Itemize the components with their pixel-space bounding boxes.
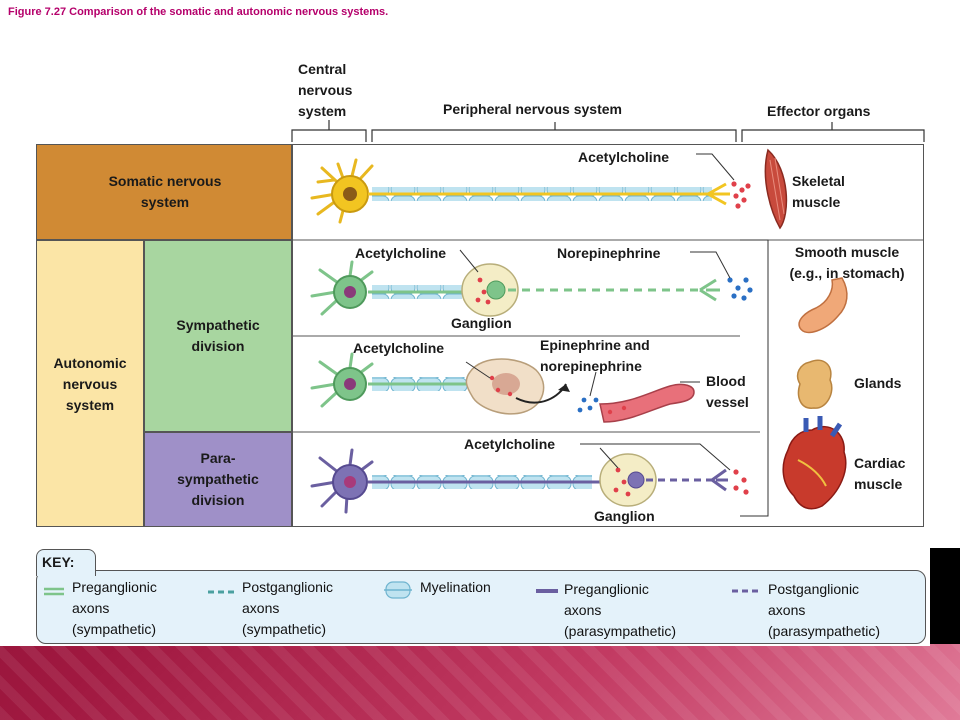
label-ganglion-symp: Ganglion bbox=[451, 315, 512, 331]
key-item-2-line1: Postganglionic bbox=[242, 579, 334, 595]
label-somatic-line1: Somatic nervous bbox=[108, 173, 222, 189]
label-smooth-line2: (e.g., in stomach) bbox=[789, 265, 905, 281]
label-somatic: Somatic nervous system bbox=[60, 171, 270, 213]
para-ach-dots bbox=[733, 469, 749, 495]
label-skeletal-line1: Skeletal bbox=[792, 173, 845, 189]
symp-neuron-1 bbox=[310, 260, 468, 316]
label-blood-vessel: Blood vessel bbox=[706, 371, 749, 413]
label-autonomic-line2: nervous bbox=[62, 376, 118, 392]
heart bbox=[782, 425, 847, 510]
pathway-diagram bbox=[292, 148, 924, 517]
header-pns: Peripheral nervous system bbox=[443, 101, 622, 117]
black-block bbox=[928, 548, 960, 644]
key-item-4-line2: axons bbox=[564, 602, 602, 618]
label-epinephrine-line2: norepinephrine bbox=[540, 358, 642, 374]
key-item-2-line3: (sympathetic) bbox=[242, 621, 327, 637]
label-cardiac-muscle: Cardiac muscle bbox=[854, 453, 905, 495]
label-skeletal-muscle: Skeletal muscle bbox=[792, 171, 845, 213]
label-skeletal-line2: muscle bbox=[792, 194, 841, 210]
background-stripes bbox=[0, 640, 960, 720]
para-neuron bbox=[310, 448, 600, 514]
slide: Figure 7.27 Comparison of the somatic an… bbox=[8, 6, 926, 644]
key-item-5-line1: Postganglionic bbox=[768, 581, 860, 597]
label-smooth-muscle: Smooth muscle (e.g., in stomach) bbox=[772, 242, 922, 284]
right-white-panel bbox=[930, 0, 960, 548]
label-para-line1: Para- bbox=[200, 450, 236, 466]
label-norepinephrine: Norepinephrine bbox=[557, 245, 661, 261]
sympathetic-cell bbox=[144, 240, 292, 432]
label-ach-para: Acetylcholine bbox=[464, 436, 556, 452]
effector-bracket bbox=[740, 239, 769, 517]
label-blood-line1: Blood bbox=[706, 373, 746, 389]
key-title: KEY: bbox=[42, 554, 75, 570]
bracket-pns bbox=[371, 129, 737, 142]
label-para-line2: sympathetic bbox=[177, 471, 259, 487]
label-blood-line2: vessel bbox=[706, 394, 749, 410]
label-cardiac-line2: muscle bbox=[854, 476, 903, 492]
label-para-line3: division bbox=[191, 492, 245, 508]
key-item-5-line3: (parasympathetic) bbox=[768, 623, 881, 639]
label-sympathetic: Sympathetic division bbox=[144, 315, 292, 357]
label-autonomic: Autonomic nervous system bbox=[36, 353, 144, 416]
header-brackets bbox=[291, 120, 925, 142]
bracket-effectors bbox=[741, 129, 925, 142]
label-sympathetic-line2: division bbox=[191, 338, 245, 354]
key-item-1-line1: Preganglionic bbox=[72, 579, 157, 595]
parasympathetic-cell bbox=[144, 432, 292, 527]
somatic-neuron bbox=[310, 158, 730, 224]
label-ach-symp1: Acetylcholine bbox=[355, 245, 447, 261]
key-symbols bbox=[44, 581, 762, 599]
symp-neuron-2 bbox=[310, 352, 476, 408]
key-tab bbox=[36, 549, 96, 576]
key-box bbox=[36, 570, 926, 644]
header-cns-line3: system bbox=[298, 103, 347, 119]
key-symbol-preganglionic-symp bbox=[44, 587, 64, 596]
key-item-3-line1: Myelination bbox=[420, 579, 491, 595]
key-item-2-line2: axons bbox=[242, 600, 280, 616]
key-item-postganglionic-symp: Postganglionic axons (sympathetic) bbox=[242, 577, 333, 640]
somatic-cell bbox=[36, 144, 292, 240]
key-item-4-line1: Preganglionic bbox=[564, 581, 649, 597]
label-autonomic-line3: system bbox=[65, 397, 115, 413]
gland bbox=[796, 359, 833, 409]
label-ach-symp2: Acetylcholine bbox=[353, 340, 445, 356]
header-cns-line1: Central bbox=[298, 61, 347, 77]
label-epinephrine: Epinephrine and norepinephrine bbox=[540, 335, 650, 377]
label-glands: Glands bbox=[854, 375, 902, 391]
skeletal-muscle bbox=[764, 148, 788, 230]
label-autonomic-line1: Autonomic bbox=[53, 355, 127, 371]
label-sympathetic-line1: Sympathetic bbox=[176, 317, 260, 333]
key-item-4-line3: (parasympathetic) bbox=[564, 623, 677, 639]
key-item-preganglionic-para: Preganglionic axons (parasympathetic) bbox=[564, 579, 676, 642]
label-epinephrine-line1: Epinephrine and bbox=[540, 337, 650, 353]
label-somatic-line2: system bbox=[140, 194, 190, 210]
key-symbol-myelination bbox=[384, 581, 412, 599]
autonomic-cell bbox=[36, 240, 144, 527]
key-item-5-line2: axons bbox=[768, 602, 806, 618]
key-item-myelination: Myelination bbox=[420, 577, 491, 598]
label-ach-somatic: Acetylcholine bbox=[578, 149, 670, 165]
label-ganglion-para: Ganglion bbox=[594, 508, 655, 524]
norepinephrine-dots bbox=[727, 277, 753, 301]
header-cns-line2: nervous bbox=[298, 82, 353, 98]
key-item-postganglionic-para: Postganglionic axons (parasympathetic) bbox=[768, 579, 880, 642]
blood-vessel bbox=[599, 383, 695, 423]
key-item-preganglionic-symp: Preganglionic axons (sympathetic) bbox=[72, 577, 157, 640]
somatic-ach-dots bbox=[731, 181, 751, 209]
label-smooth-line1: Smooth muscle bbox=[794, 244, 900, 260]
figure-caption: Figure 7.27 Comparison of the somatic an… bbox=[8, 6, 389, 18]
stomach bbox=[798, 277, 848, 334]
header-effectors: Effector organs bbox=[767, 103, 871, 119]
key-item-1-line3: (sympathetic) bbox=[72, 621, 157, 637]
label-parasympathetic: Para- sympathetic division bbox=[144, 448, 292, 511]
label-cardiac-line1: Cardiac bbox=[854, 455, 906, 471]
key-item-1-line2: axons bbox=[72, 600, 110, 616]
header-cns: Central nervous system bbox=[298, 59, 352, 122]
